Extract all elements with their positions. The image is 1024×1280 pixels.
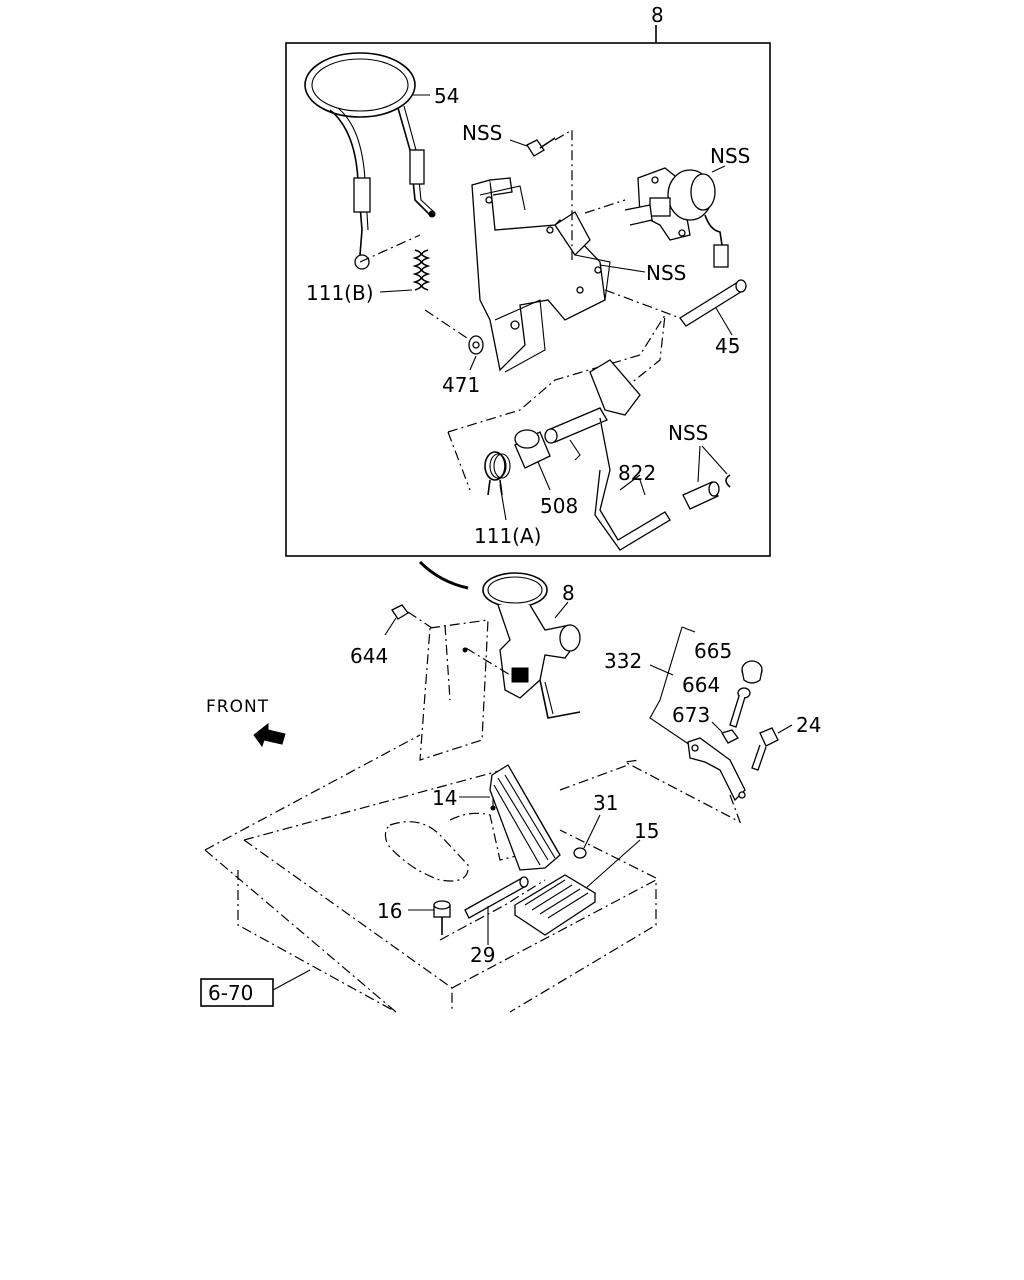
callout-822: 822 — [618, 461, 656, 485]
callout-8-top: 8 — [651, 3, 664, 27]
callout-nss-bracket: NSS — [646, 261, 686, 285]
nut-673 — [711, 721, 739, 744]
callout-24: 24 — [796, 713, 821, 737]
dash-panel — [419, 619, 489, 761]
callout-45: 45 — [715, 334, 740, 358]
callout-29: 29 — [470, 943, 495, 967]
pin-45 — [604, 279, 747, 336]
floor — [204, 734, 657, 1013]
callout-15: 15 — [634, 819, 659, 843]
pedal-lever-822 — [544, 359, 671, 551]
nut-644 — [384, 604, 433, 636]
spring-111a — [484, 451, 511, 521]
callout-nss-solenoid: NSS — [710, 144, 750, 168]
pedal-assembly — [482, 572, 581, 719]
solenoid — [584, 165, 729, 268]
washer-471 — [468, 335, 484, 371]
cap-665 — [741, 660, 763, 684]
bushing-508 — [514, 429, 551, 491]
detail-box: 8 54 111(B) — [285, 3, 771, 557]
pedal-pad-15 — [513, 839, 641, 936]
callout-nss-bolt: NSS — [462, 121, 502, 145]
nss-clip — [682, 445, 731, 510]
pedal-bracket — [471, 177, 611, 373]
callout-508: 508 — [540, 494, 578, 518]
callout-332: 332 — [604, 649, 642, 673]
callout-nss-clip: NSS — [668, 421, 708, 445]
accelerator-pedal-14 — [459, 764, 561, 871]
callout-14: 14 — [432, 786, 457, 810]
lower-assembly: 8 644 FRONT — [200, 560, 821, 1013]
accelerator-cable — [304, 52, 436, 270]
spring-111b — [359, 234, 471, 341]
pin-29 — [439, 876, 546, 945]
stopper-group-332 — [559, 626, 746, 824]
callout-665: 665 — [694, 639, 732, 663]
callout-111b: 111(B) — [306, 281, 374, 305]
front-label: FRONT — [206, 697, 269, 717]
bolt-24 — [751, 724, 793, 771]
callout-644: 644 — [350, 644, 388, 668]
callout-111a: 111(A) — [474, 524, 541, 548]
washer-31 — [573, 814, 601, 859]
callout-16: 16 — [377, 899, 402, 923]
callout-664: 664 — [682, 673, 720, 697]
callout-6-70: 6-70 — [208, 981, 253, 1005]
callout-471: 471 — [442, 373, 480, 397]
callout-8-mid: 8 — [562, 581, 575, 605]
bolt-664 — [729, 687, 751, 728]
reference-box — [200, 969, 311, 1007]
nss-bolt — [509, 128, 573, 260]
callout-31: 31 — [593, 791, 618, 815]
bolt-16 — [408, 900, 451, 935]
callout-673: 673 — [672, 703, 710, 727]
front-arrow-icon — [253, 722, 286, 748]
callout-54: 54 — [434, 84, 459, 108]
